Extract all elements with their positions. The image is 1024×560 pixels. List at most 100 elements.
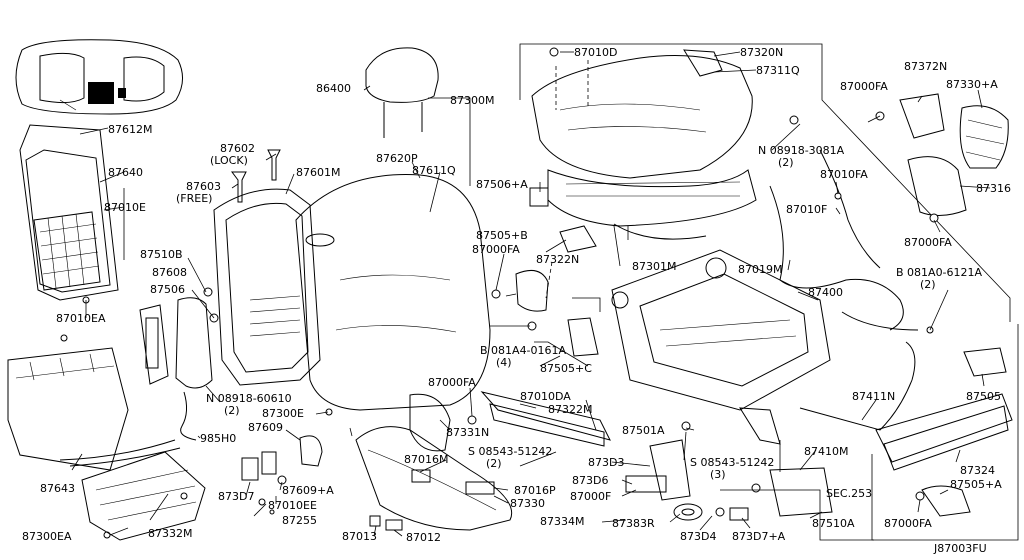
seat-rail-cover-87322M bbox=[480, 391, 611, 447]
side-shield-inner-87331N bbox=[409, 393, 451, 452]
label-87010E: 87010E bbox=[104, 201, 146, 214]
seat-frame-87400 bbox=[611, 249, 831, 445]
label-87000F: 87000F bbox=[570, 490, 611, 503]
label-87330A: 87330+A bbox=[946, 78, 998, 91]
rail-cover-87322N bbox=[515, 269, 549, 312]
label-87510B: 87510B bbox=[140, 248, 183, 261]
label-87334M: 87334M bbox=[540, 515, 584, 528]
label-lock: (LOCK) bbox=[210, 154, 248, 167]
label-87400: 87400 bbox=[808, 286, 843, 299]
label-87332M: 87332M bbox=[148, 527, 192, 540]
label-87372N: 87372N bbox=[904, 60, 947, 73]
seatback-trim-87620P bbox=[295, 174, 491, 411]
seatback-rear-panel bbox=[19, 124, 119, 301]
label-87501A: 87501A bbox=[622, 424, 665, 437]
label-87010EE: 87010EE bbox=[268, 499, 317, 512]
label-87320N: 87320N bbox=[740, 46, 783, 59]
label-87609: 87609 bbox=[248, 421, 283, 434]
label-86400: 86400 bbox=[316, 82, 351, 95]
harness-87019M bbox=[769, 149, 919, 431]
label-87331N: 87331N bbox=[446, 426, 489, 439]
label-87010F: 87010F bbox=[786, 203, 827, 216]
label-87010D: 87010D bbox=[574, 46, 617, 59]
seatback-lower-cover-87332M bbox=[81, 451, 206, 541]
label-87000FA-b: 87000FA bbox=[428, 376, 476, 389]
label-87609A: 87609+A bbox=[282, 484, 334, 497]
switch-module-87410M bbox=[769, 467, 833, 517]
label-qty2-a: (2) bbox=[224, 404, 240, 417]
label-qty3: (3) bbox=[710, 468, 726, 481]
label-87322M: 87322M bbox=[548, 403, 592, 416]
label-qty2-b: (2) bbox=[778, 156, 794, 169]
seat-cushion-pan bbox=[529, 169, 757, 240]
side-panel-87330A bbox=[959, 105, 1009, 169]
car-locator-thumbnail bbox=[15, 39, 183, 115]
label-87300E: 87300E bbox=[262, 407, 304, 420]
label-qty2-c: (2) bbox=[486, 457, 502, 470]
label-87019M: 87019M bbox=[738, 263, 782, 276]
label-87620P: 87620P bbox=[376, 152, 418, 165]
seatback-grid-panel bbox=[33, 211, 101, 291]
label-b081A0: B 081A0-6121A bbox=[896, 266, 983, 279]
trim-87316 bbox=[907, 156, 967, 216]
label-87505C: 87505+C bbox=[540, 362, 592, 375]
label-87603: 87603 bbox=[186, 180, 221, 193]
trim-87372N bbox=[899, 93, 945, 139]
label-s08543-b: S 08543-51242 bbox=[690, 456, 774, 469]
label-87013: 87013 bbox=[342, 530, 377, 543]
headrest-guides bbox=[231, 149, 281, 203]
label-87016M: 87016M bbox=[404, 453, 448, 466]
label-87602: 87602 bbox=[220, 142, 255, 155]
label-87000FA-bottom-right: 87000FA bbox=[884, 517, 932, 530]
headrest-86400 bbox=[365, 47, 439, 138]
label-b081A4: B 081A4-0161A bbox=[480, 344, 567, 357]
label-87608: 87608 bbox=[152, 266, 187, 279]
side-airbag-87506 bbox=[139, 287, 219, 389]
label-87010EA: 87010EA bbox=[56, 312, 106, 325]
bolts bbox=[60, 47, 939, 501]
label-87510A: 87510A bbox=[812, 517, 855, 530]
label-87016P: 87016P bbox=[514, 484, 556, 497]
label-sec253: SEC.253 bbox=[826, 487, 872, 500]
label-87506A: 87506+A bbox=[476, 178, 528, 191]
label-87255: 87255 bbox=[282, 514, 317, 527]
label-87643: 87643 bbox=[40, 482, 75, 495]
label-87322N: 87322N bbox=[536, 253, 579, 266]
lumbar-motor-873D3 bbox=[625, 439, 761, 521]
label-87505: 87505 bbox=[966, 390, 1001, 403]
seat-cushion-group-outline bbox=[519, 43, 1011, 322]
label-873D4: 873D4 bbox=[680, 530, 716, 543]
label-87012: 87012 bbox=[406, 531, 441, 544]
rear-board-87643 bbox=[7, 347, 181, 471]
leader-lines bbox=[71, 51, 991, 537]
label-87505B: 87505+B bbox=[476, 229, 528, 242]
side-finisher-87324 bbox=[875, 347, 1013, 517]
label-87640: 87640 bbox=[108, 166, 143, 179]
label-87000FA-a: 87000FA bbox=[472, 243, 520, 256]
label-87410M: 87410M bbox=[804, 445, 848, 458]
label-87383R: 87383R bbox=[612, 517, 655, 530]
rail-cover-87505B bbox=[559, 225, 597, 253]
label-s08543-a: S 08543-51242 bbox=[468, 445, 552, 458]
label-87010FA-top: 87010FA bbox=[820, 168, 868, 181]
label-87612M: 87612M bbox=[108, 123, 152, 136]
label-87301M: 87301M bbox=[632, 260, 676, 273]
label-87411N: 87411N bbox=[852, 390, 895, 403]
label-n08918-3081A: N 08918-3081A bbox=[758, 144, 845, 157]
harness-985H0 bbox=[180, 391, 197, 441]
label-87300EA: 87300EA bbox=[22, 530, 72, 543]
label-n08918-60610: N 08918-60610 bbox=[206, 392, 292, 405]
label-qty4: (4) bbox=[496, 356, 512, 369]
label-87311Q: 87311Q bbox=[756, 64, 800, 77]
label-free: (FREE) bbox=[176, 192, 212, 205]
seatback-frame-87601M bbox=[213, 188, 321, 386]
rail-bracket-87505C bbox=[567, 317, 599, 357]
label-87324: 87324 bbox=[960, 464, 995, 477]
label-87316: 87316 bbox=[976, 182, 1011, 195]
label-87000FA-top-right: 87000FA bbox=[840, 80, 888, 93]
label-873D3: 873D3 bbox=[588, 456, 624, 469]
label-87010DA: 87010DA bbox=[520, 390, 571, 403]
label-87601M: 87601M bbox=[296, 166, 340, 179]
label-87300M: 87300M bbox=[450, 94, 494, 107]
